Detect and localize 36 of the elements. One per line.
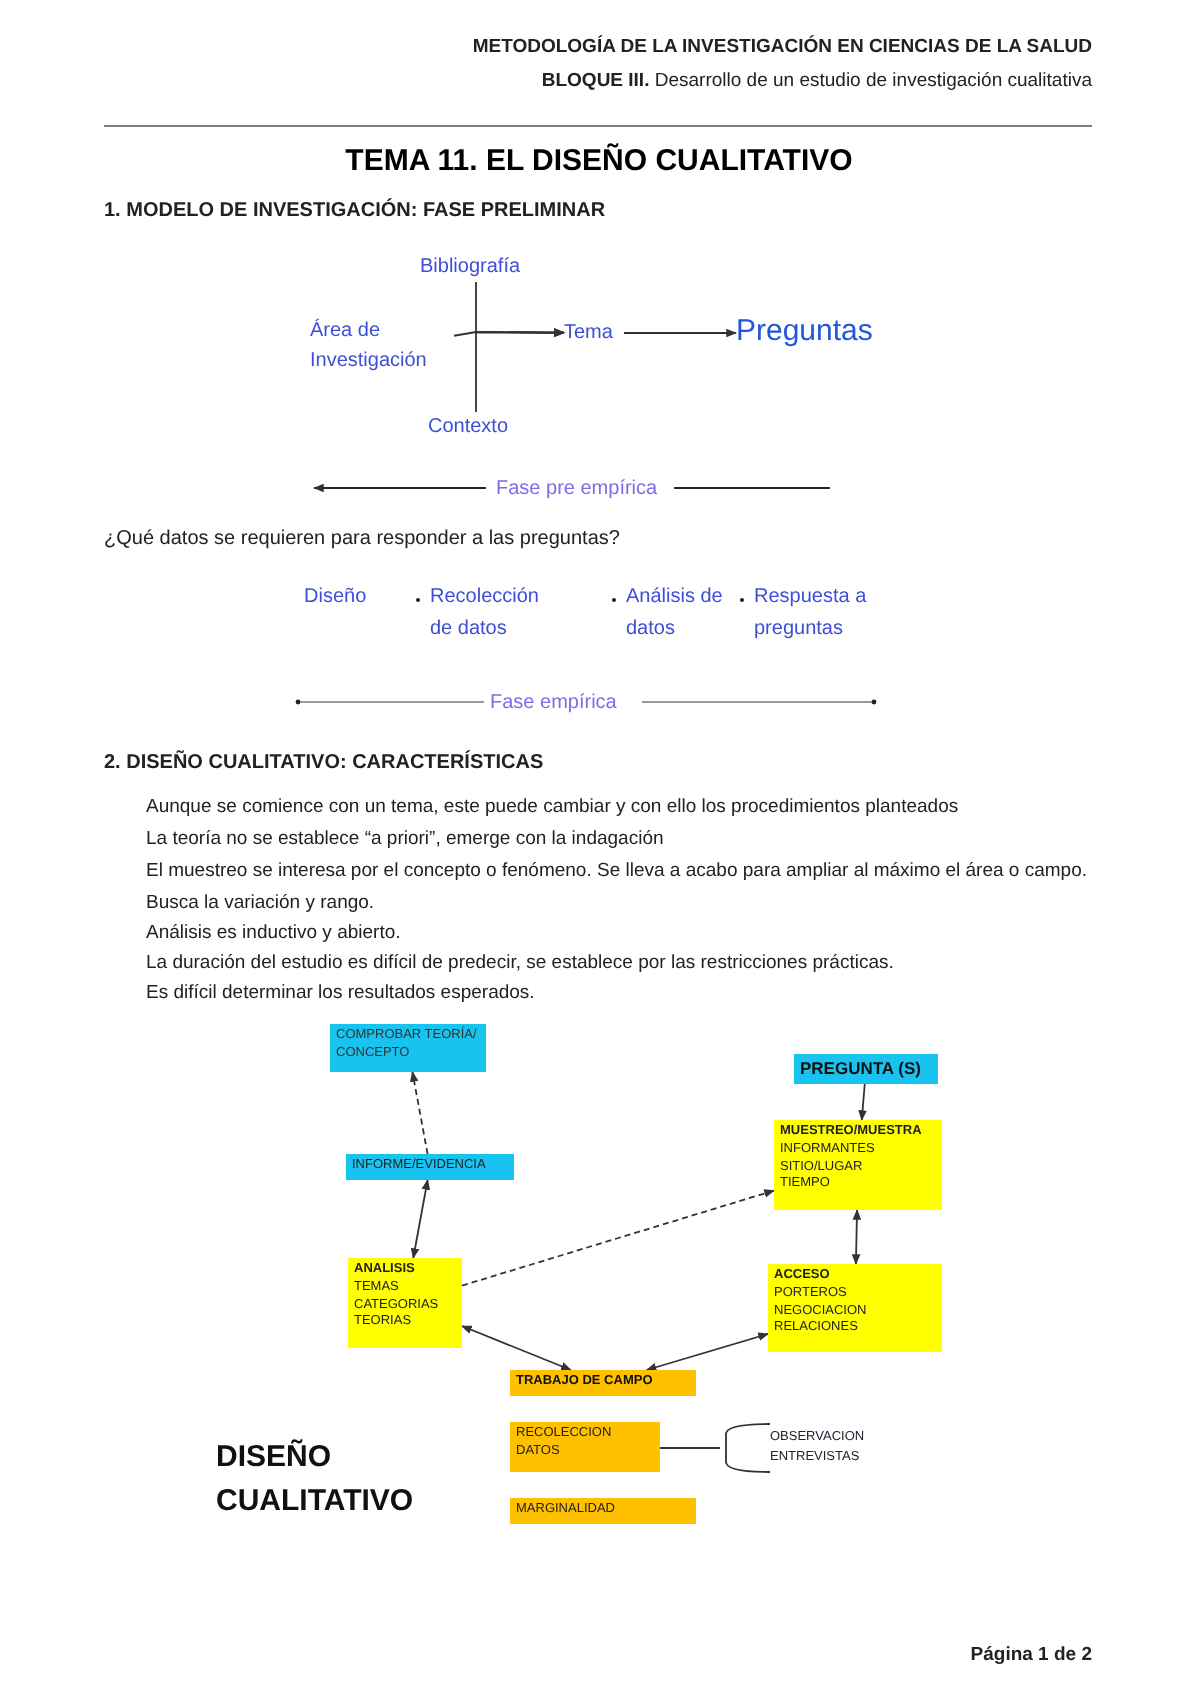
node-text: Preguntas xyxy=(736,310,888,355)
section-heading: 1. MODELO DE INVESTIGACIÓN: FASE PRELIMINAR xyxy=(104,196,608,226)
section-heading: 2. DISEÑO CUALITATIVO: CARACTERÍSTICAS xyxy=(104,748,546,778)
step-text: Análisis de datos xyxy=(626,584,725,644)
brace-connector xyxy=(659,1423,771,1473)
arrow xyxy=(851,1208,862,1266)
arrow xyxy=(461,1325,572,1371)
header-text: METODOLOGÍA DE LA INVESTIGACIÓN EN CIENCIAS DE LA SALUD xyxy=(470,33,1092,62)
question-text: ¿Qué datos se requieren para responder a las preguntas? xyxy=(104,526,622,554)
arrow xyxy=(858,1083,867,1122)
node-text: Bibliografía xyxy=(420,252,532,282)
arrow xyxy=(410,1178,431,1260)
page-number: Página 1 de 2 xyxy=(968,1642,1092,1670)
node-text: Tema xyxy=(564,318,624,348)
step-text: Respuesta a preguntas xyxy=(754,584,869,644)
paragraph: Aunque se comience con un tema, este puede cambiar y con ello los procedimientos planteados xyxy=(146,794,961,822)
paragraph: La teoría no se establece “a priori”, emerge con la indagación xyxy=(146,826,666,854)
step-text: Recolección de datos xyxy=(430,584,541,644)
node-text: Contexto xyxy=(428,412,524,442)
arrow xyxy=(409,1070,429,1155)
arrow xyxy=(475,328,566,413)
phase-label: Fase empírica xyxy=(490,690,619,718)
heading-text: DISEÑO CUALITATIVO xyxy=(216,1437,416,1522)
arrow xyxy=(645,1332,770,1372)
node-text: Área de Investigación xyxy=(310,316,454,380)
paragraph: La duración del estudio es difícil de predecir, se establece por las restricciones prácticas. xyxy=(146,950,896,978)
step-text: Diseño xyxy=(304,584,369,612)
arrow xyxy=(623,328,738,338)
paragraph: Es difícil determinar los resultados esperados. xyxy=(146,980,537,1008)
arrow xyxy=(461,1189,776,1287)
page-title: TEMA 11. EL DISEÑO CUALITATIVO xyxy=(343,144,855,178)
header-text: BLOQUE III. Desarrollo de un estudio de investigación cualitativa xyxy=(539,68,1092,96)
paragraph: El muestreo se interesa por el concepto o fenómeno. Se lleva a acabo para ampliar al máximo el área o campo. Busca la variación y rango. xyxy=(146,858,1090,918)
concept-box: PREGUNTA (S) xyxy=(794,1054,938,1085)
phase-label: Fase pre empírica xyxy=(496,476,660,504)
paragraph: Análisis es inductivo y abierto. xyxy=(146,920,403,948)
